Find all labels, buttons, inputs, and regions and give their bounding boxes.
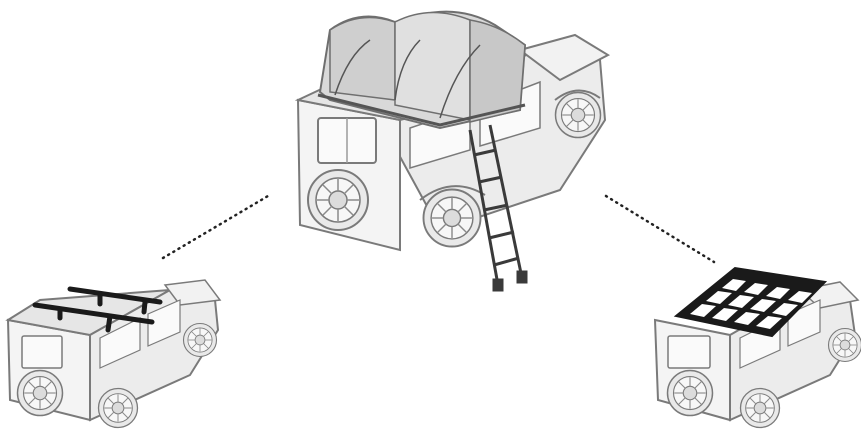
- vehicle-rooftop-tent: [298, 12, 608, 290]
- connector-left-dots: [163, 196, 268, 258]
- vehicle-roof-rack: [655, 268, 861, 428]
- spare-wheel-icon: [18, 371, 63, 416]
- spare-wheel-icon: [308, 170, 368, 230]
- spare-wheel-icon: [668, 371, 713, 416]
- vehicle-roof-bars: [8, 280, 220, 428]
- connector-right-dots: [606, 196, 714, 262]
